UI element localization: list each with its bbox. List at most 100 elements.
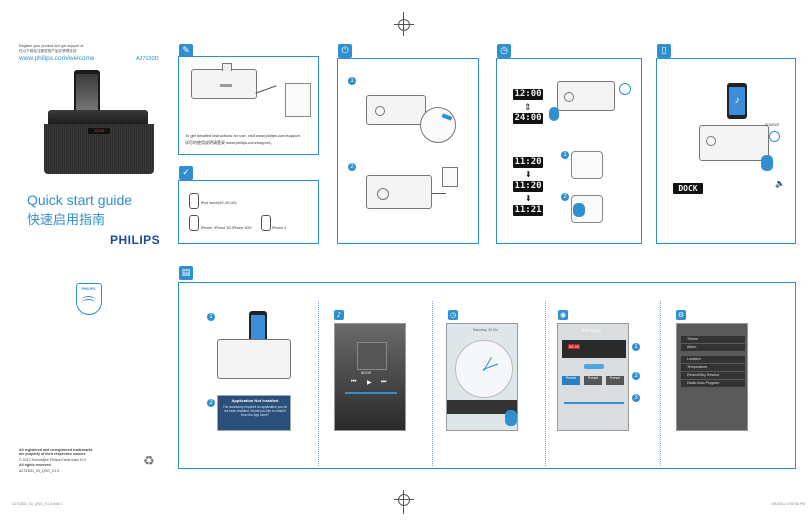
power-unit-drawing-1: [366, 95, 426, 125]
register-line-1: Register your product and get support at: [19, 44, 84, 48]
settings-screen: Theme Alarm Location Temperature Rewind/…: [676, 323, 748, 431]
album-art: [357, 342, 387, 370]
settings-tab-icon: ⚙: [676, 310, 686, 320]
copyright: © 2012 Koninklijke Philips Electronics N…: [19, 458, 87, 462]
print-date: 8/6/2012 4:53:06 PM: [771, 502, 805, 506]
iphone-icon: [189, 215, 199, 231]
preset-1[interactable]: Preset: [562, 376, 580, 385]
settings-radio-auto[interactable]: Radio Auto Program: [681, 380, 745, 387]
support-text-zh: 详尽的使用说明请登录 www.philips.com/support。: [185, 140, 275, 145]
settings-location[interactable]: Location: [681, 356, 745, 363]
step-1-badge: 1: [348, 77, 356, 85]
callout-2: 2: [632, 372, 640, 380]
clock-panel: 12:00 ⇕ 24:00 11:20 ⬇ 11:20 ⬇ 11:21 1 2: [496, 58, 642, 244]
ipod-icon: [189, 193, 199, 209]
check-tab-icon: ✓: [179, 166, 193, 180]
doc-code: AJ7030D_93_QSG_V1.0: [19, 469, 60, 473]
progress-slider[interactable]: [345, 392, 397, 394]
app-docked-phone: [249, 311, 267, 345]
arrow-down-1: ⬇: [525, 170, 532, 179]
preset-3[interactable]: Preset: [606, 376, 624, 385]
trademark-note: All registered and unregistered trademar…: [19, 448, 93, 457]
radio-tab-icon: ◉: [558, 310, 568, 320]
install-prompt: Application Not Installed The accessory …: [217, 395, 291, 431]
settings-rewind[interactable]: Rewind/Sky Rewind: [681, 372, 745, 379]
power-panel: 1 2: [337, 58, 479, 244]
manual-booklet: [285, 83, 311, 117]
next-icon[interactable]: ⏭: [381, 379, 387, 385]
support-tab-icon: ✎: [179, 44, 193, 58]
install-prompt-title: Application Not Installed: [231, 398, 279, 403]
settings-temperature[interactable]: Temperature: [681, 364, 745, 371]
clock-button-icon: [619, 83, 631, 95]
speaker-top: [48, 110, 148, 124]
registration-circle-bottom: [398, 494, 410, 506]
product-photo: 12:00: [40, 70, 162, 180]
iphone-label: iPhone, iPhone 3G,iPhone 3GS: [201, 226, 252, 230]
divider-1: [318, 301, 319, 466]
iphone4-label: iPhone 4: [272, 226, 287, 230]
power-unit-drawing-2: [366, 175, 432, 209]
fm-title: FM Radio: [582, 328, 602, 333]
registration-circle-top: [398, 19, 410, 31]
recycle-icon: ♻: [143, 454, 155, 469]
hand-press-dock: [761, 155, 773, 171]
step-2-badge: 2: [348, 163, 356, 171]
title-en: Quick start guide: [27, 192, 133, 208]
dock-panel: ♪ SOURCE 🔈 DOCK: [656, 58, 796, 244]
play-icon[interactable]: ▶: [367, 380, 372, 386]
compat-panel: iPod touch(4G,3G,4G) iPhone, iPhone 3G,i…: [178, 180, 319, 244]
prev-icon[interactable]: ⏮: [351, 379, 357, 385]
app-step-1-badge: 1: [207, 313, 215, 321]
source-button-icon: [769, 131, 780, 142]
wall-socket: [442, 167, 458, 187]
clock-tab-icon: ◷: [497, 44, 511, 58]
step-b-badge: 2: [561, 193, 569, 201]
step-a-badge: 1: [561, 151, 569, 159]
music-phone: ♪: [727, 83, 747, 119]
settings-theme[interactable]: Theme: [681, 336, 745, 343]
divider-2: [432, 301, 433, 466]
rights: All rights reserved.: [19, 463, 52, 467]
fm-tune-button[interactable]: [584, 364, 604, 369]
lcd-dock: DOCK: [673, 183, 703, 194]
settings-alarm[interactable]: Alarm: [681, 344, 745, 351]
hand-press-2: [573, 203, 585, 217]
power-tab-icon: ⏻: [338, 44, 352, 58]
lcd-1200: 12:00: [513, 89, 543, 100]
source-label: SOURCE: [765, 123, 780, 127]
shield-wordmark: PHILIPS: [81, 287, 96, 291]
analog-clock: [455, 340, 513, 398]
app-step-2-badge: 2: [207, 399, 215, 407]
zoom-circle: [420, 107, 456, 143]
dock-unit-drawing: [699, 125, 769, 161]
fm-frequency: 88.90: [568, 344, 581, 349]
music-player-screen: 00:09 ⏮ ▶ ⏭: [334, 323, 406, 431]
support-panel: To get detailed instructions for use, vi…: [178, 56, 319, 155]
philips-logo: PHILIPS: [110, 233, 161, 247]
volume-icon: 🔈: [775, 179, 785, 188]
file-name: AJ7030D_93_QSG_V1.0.indd 1: [12, 502, 63, 506]
fm-tuner[interactable]: 88.90: [562, 340, 626, 358]
app-tab-icon: ▤: [179, 266, 193, 280]
welcome-url[interactable]: www.philips.com/welcome: [19, 55, 95, 62]
callout-3: 3: [632, 394, 640, 402]
lcd-1121: 11:21: [513, 205, 543, 216]
knob-zoom-1: [571, 151, 603, 179]
volume-slider[interactable]: [564, 402, 624, 404]
philips-shield-logo: PHILIPS: [76, 283, 102, 315]
hand-tap: [505, 410, 517, 426]
music-tab-icon: ♪: [334, 310, 344, 320]
lcd-1120b: 11:20: [513, 181, 543, 192]
clock-date: Saturday, 25 Oct: [473, 328, 499, 332]
clock-app-tab-icon: ◷: [448, 310, 458, 320]
fm-radio-screen: FM Radio 88.90 Preset Preset Preset: [557, 323, 629, 431]
dock-unit-drawing: [191, 63, 257, 99]
install-prompt-body: The accessory required an application yo…: [222, 405, 288, 417]
clock-screen: Saturday, 25 Oct: [446, 323, 518, 431]
player-time: 00:09: [361, 370, 372, 375]
cable-drawing: [255, 85, 277, 94]
power-cord: [432, 193, 446, 194]
preset-2[interactable]: Preset: [584, 376, 602, 385]
hand-press-1: [549, 107, 559, 121]
